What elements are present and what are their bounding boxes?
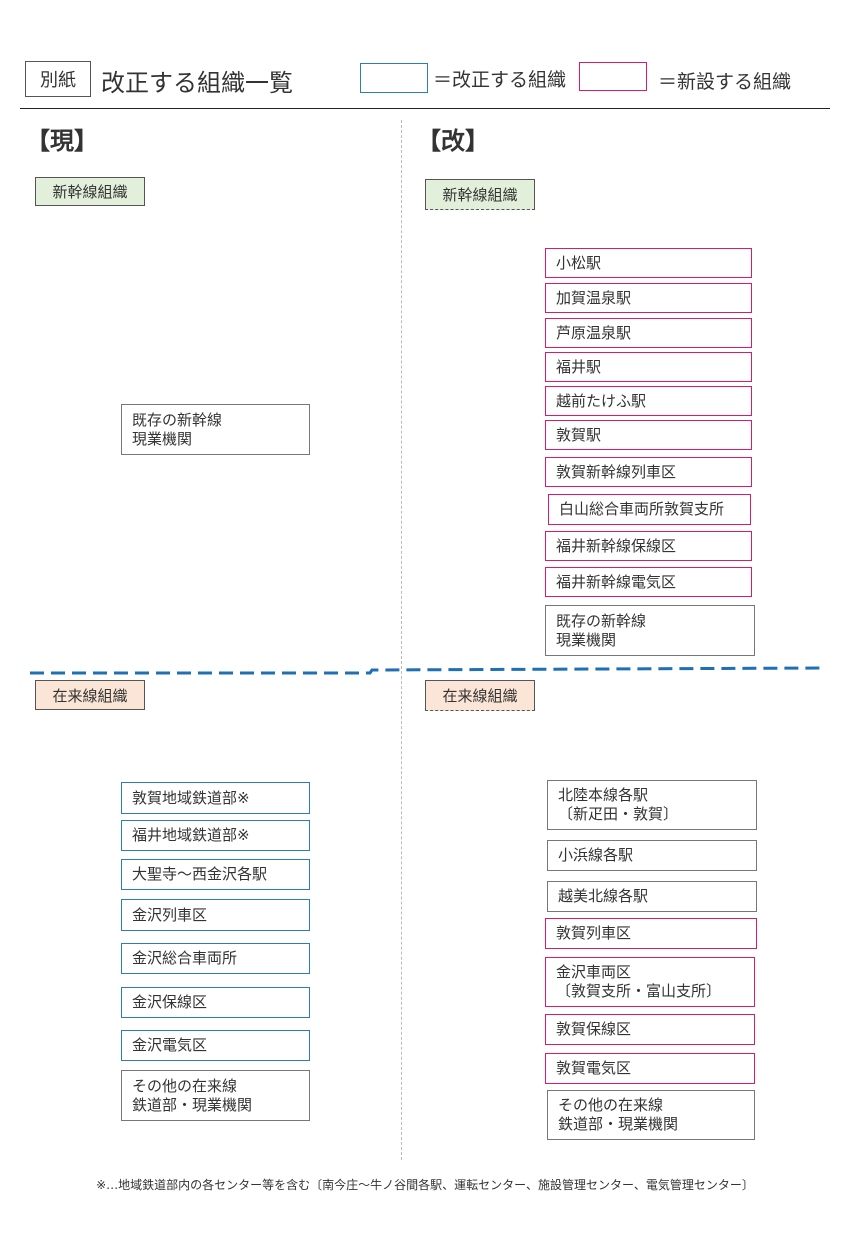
current-zairai-item: その他の在来線 鉄道部・現業機関 <box>121 1070 310 1121</box>
current-zairai-group: 在来線組織 <box>35 680 145 710</box>
revised-zairai-item: 金沢車両区 〔敦賀支所・富山支所〕 <box>545 957 755 1007</box>
revised-shinkansen-item: 敦賀新幹線列車区 <box>545 457 752 487</box>
revised-zairai-item: 越美北線各駅 <box>547 881 757 912</box>
revised-zairai-item: 小浜線各駅 <box>547 840 757 871</box>
revised-zairai-item: 敦賀電気区 <box>545 1053 755 1084</box>
header-rule <box>20 108 830 109</box>
current-zairai-item: 金沢列車区 <box>121 899 310 931</box>
revised-shinkansen-item: 福井新幹線保線区 <box>545 531 752 561</box>
revised-zairai-group: 在来線組織 <box>425 680 535 711</box>
legend-revised-label: ＝改正する組織 <box>433 69 567 91</box>
revised-shinkansen-item: 既存の新幹線 現業機関 <box>545 605 755 656</box>
revised-shinkansen-item: 福井新幹線電気区 <box>545 567 752 597</box>
legend-new-swatch <box>579 62 647 91</box>
section-divider <box>30 666 826 675</box>
legend-revised-swatch <box>360 63 428 93</box>
revised-shinkansen-item: 敦賀駅 <box>545 420 752 450</box>
revised-zairai-item: その他の在来線 鉄道部・現業機関 <box>547 1090 755 1140</box>
legend-new-label: ＝新設する組織 <box>658 71 792 93</box>
column-divider <box>401 120 402 1160</box>
revised-shinkansen-item: 越前たけふ駅 <box>545 386 752 416</box>
current-zairai-item: 金沢電気区 <box>121 1030 310 1061</box>
page-title: 改正する組織一覧 <box>101 69 293 97</box>
revised-shinkansen-group: 新幹線組織 <box>425 179 535 210</box>
current-zairai-item: 大聖寺～西金沢各駅 <box>121 859 310 890</box>
revised-shinkansen-item: 小松駅 <box>545 248 752 278</box>
current-heading: 【現】 <box>26 127 98 155</box>
revised-zairai-item: 敦賀保線区 <box>545 1014 755 1045</box>
current-shinkansen-group: 新幹線組織 <box>35 177 145 206</box>
current-shinkansen-item: 既存の新幹線 現業機関 <box>121 404 310 455</box>
current-zairai-item: 敦賀地域鉄道部※ <box>121 782 310 814</box>
current-zairai-item: 福井地域鉄道部※ <box>121 820 310 851</box>
revised-shinkansen-item: 加賀温泉駅 <box>545 283 752 313</box>
footnote: ※…地域鉄道部内の各センター等を含む〔南今庄～牛ノ谷間各駅、運転センター、施設管… <box>96 1178 754 1192</box>
revised-shinkansen-item: 芦原温泉駅 <box>545 318 752 348</box>
attachment-tag: 別紙 <box>25 61 91 97</box>
revised-zairai-item: 敦賀列車区 <box>545 918 757 949</box>
revised-shinkansen-item: 福井駅 <box>545 352 752 382</box>
current-zairai-item: 金沢総合車両所 <box>121 943 310 974</box>
revised-shinkansen-item: 白山総合車両所敦賀支所 <box>548 494 751 525</box>
current-zairai-item: 金沢保線区 <box>121 987 310 1018</box>
revised-heading: 【改】 <box>417 127 489 155</box>
revised-zairai-item: 北陸本線各駅 〔新疋田・敦賀〕 <box>547 780 757 830</box>
